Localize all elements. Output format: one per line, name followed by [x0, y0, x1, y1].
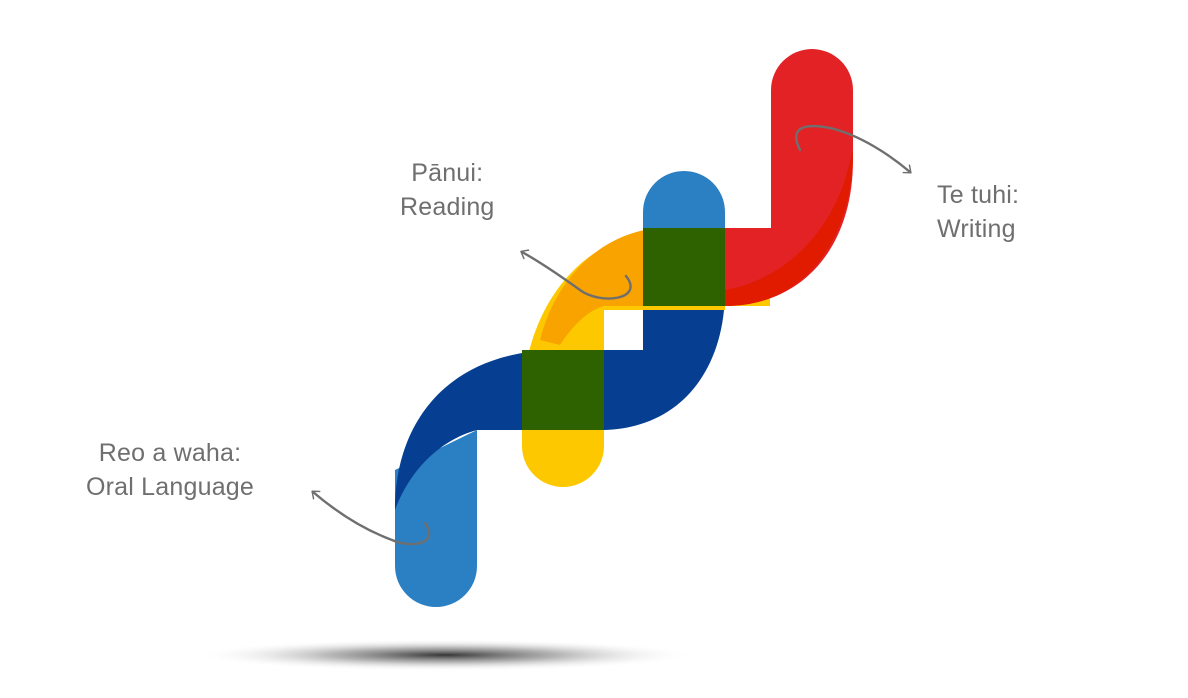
writing-label: Te tuhi: Writing — [937, 178, 1019, 246]
white-gap — [604, 310, 643, 350]
writing-strand — [725, 49, 853, 307]
green-block-lower — [522, 350, 604, 430]
reading-label: Pānui: Reading — [400, 156, 495, 224]
writing-label-line2: Writing — [937, 215, 1016, 243]
oral-language-label: Reo a waha: Oral Language — [86, 436, 254, 504]
arrow-writing — [795, 124, 912, 174]
blue-sweep-lower — [395, 350, 560, 510]
ground-shadow — [195, 639, 695, 671]
arrow-oral — [311, 490, 431, 546]
blue-stem-bottom — [395, 430, 477, 607]
yellow-stem-bottom — [522, 430, 604, 487]
reading-label-line2: Reading — [400, 193, 495, 221]
green-block-upper — [643, 228, 725, 306]
writing-label-line1: Te tuhi: — [937, 181, 1020, 209]
orange-overlay — [540, 228, 660, 345]
oral-label-line1: Reo a waha: — [98, 439, 242, 467]
reading-label-line1: Pānui: — [411, 159, 484, 187]
oral-label-line2: Oral Language — [86, 473, 255, 501]
arrow-reading — [520, 249, 632, 300]
red-sweep-dark — [725, 150, 853, 306]
